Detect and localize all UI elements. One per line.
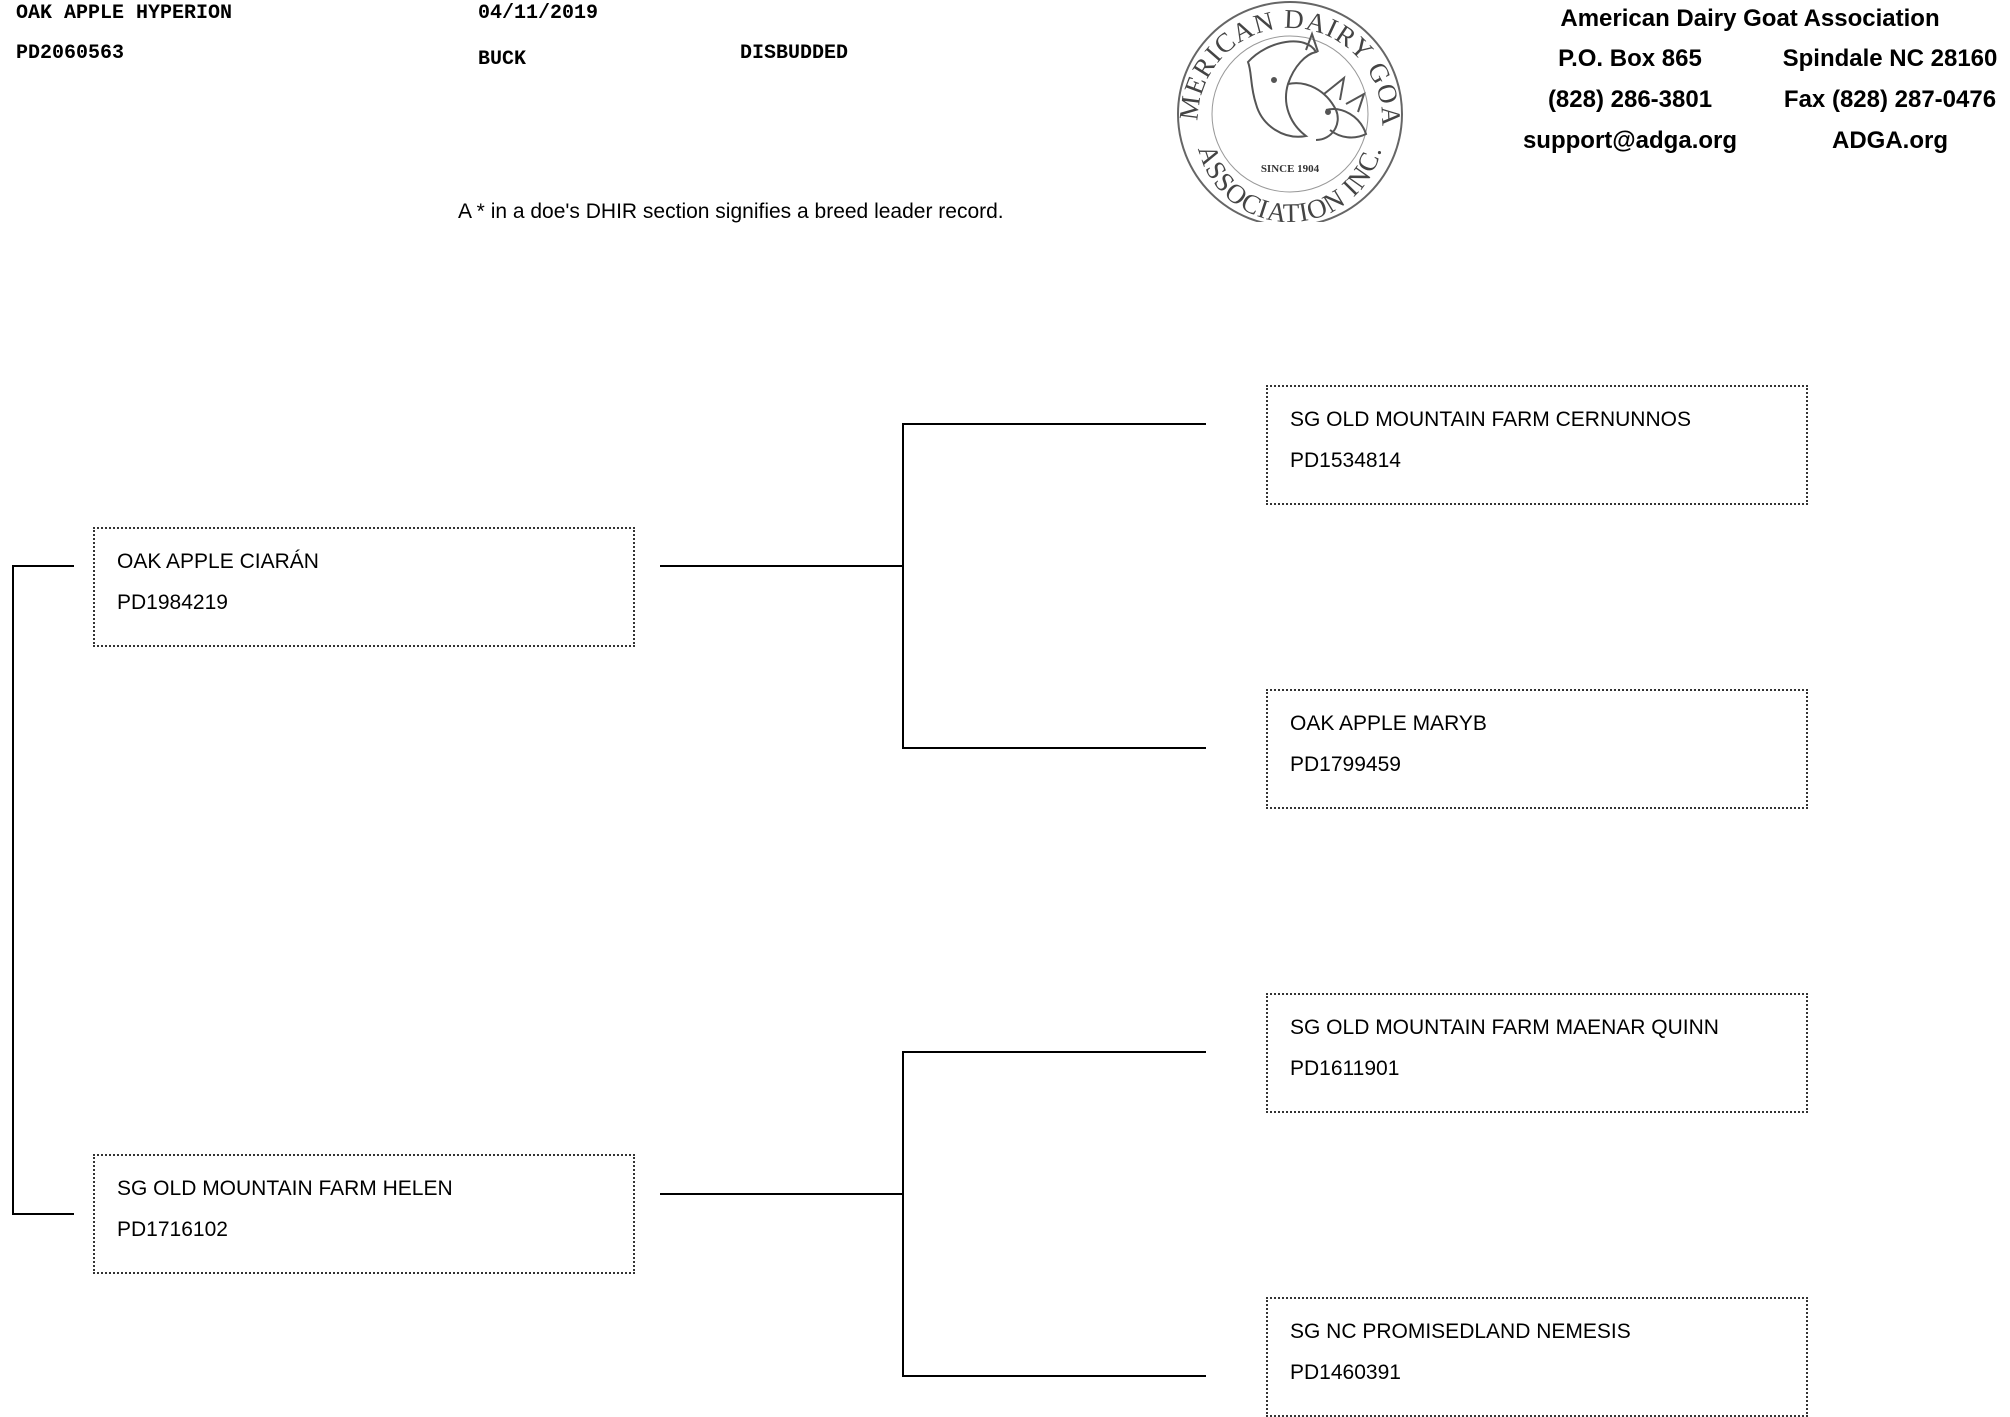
- pedigree-sire-dam-box: OAK APPLE MARYB PD1799459: [1266, 689, 1808, 809]
- org-email: support@adga.org: [1522, 127, 1738, 154]
- goat-heads-icon: [1246, 31, 1368, 141]
- logo-since-text: SINCE 1904: [1261, 163, 1320, 175]
- pedigree-sire-sire-box: SG OLD MOUNTAIN FARM CERNUNNOS PD1534814: [1266, 385, 1808, 505]
- pedigree-sire-box: OAK APPLE CIARÁN PD1984219: [93, 527, 635, 647]
- pedigree-dam-dam-box: SG NC PROMISEDLAND NEMESIS PD1460391: [1266, 1297, 1808, 1417]
- pedigree-dam-sire-box: SG OLD MOUNTAIN FARM MAENAR QUINN PD1611…: [1266, 993, 1808, 1113]
- org-city: Spindale NC 28160: [1782, 45, 1998, 72]
- dam-dam-name: SG NC PROMISEDLAND NEMESIS: [1290, 1320, 1631, 1343]
- sire-reg: PD1984219: [117, 591, 228, 614]
- org-phone: (828) 286-3801: [1547, 86, 1713, 113]
- animal-sex: BUCK: [478, 48, 527, 71]
- sire-name: OAK APPLE CIARÁN: [117, 550, 319, 573]
- pedigree-dam-box: SG OLD MOUNTAIN FARM HELEN PD1716102: [93, 1154, 635, 1274]
- sire-dam-reg: PD1799459: [1290, 753, 1401, 776]
- dam-name: SG OLD MOUNTAIN FARM HELEN: [117, 1177, 453, 1200]
- dam-reg: PD1716102: [117, 1218, 228, 1241]
- dam-sire-reg: PD1611901: [1290, 1057, 1400, 1080]
- org-fax: Fax (828) 287-0476: [1783, 86, 1997, 113]
- dhir-note: A * in a doe's DHIR section signifies a …: [458, 200, 1004, 223]
- sire-dam-name: OAK APPLE MARYB: [1290, 712, 1487, 735]
- dam-dam-reg: PD1460391: [1290, 1361, 1401, 1384]
- animal-horn-status: DISBUDDED: [740, 42, 849, 65]
- dam-sire-name: SG OLD MOUNTAIN FARM MAENAR QUINN: [1290, 1016, 1719, 1039]
- sire-sire-name: SG OLD MOUNTAIN FARM CERNUNNOS: [1290, 408, 1691, 431]
- adga-logo: AMERICAN DAIRY GOAT ASSOCIATION INC. SIN…: [1156, 0, 1405, 222]
- animal-reg-number: PD2060563: [16, 42, 125, 65]
- org-name: American Dairy Goat Association: [1560, 5, 1940, 32]
- org-website: ADGA.org: [1832, 127, 1948, 154]
- org-po-box: P.O. Box 865: [1558, 45, 1702, 72]
- animal-name: OAK APPLE HYPERION: [16, 2, 233, 25]
- sire-sire-reg: PD1534814: [1290, 449, 1401, 472]
- animal-birth-date: 04/11/2019: [478, 2, 599, 25]
